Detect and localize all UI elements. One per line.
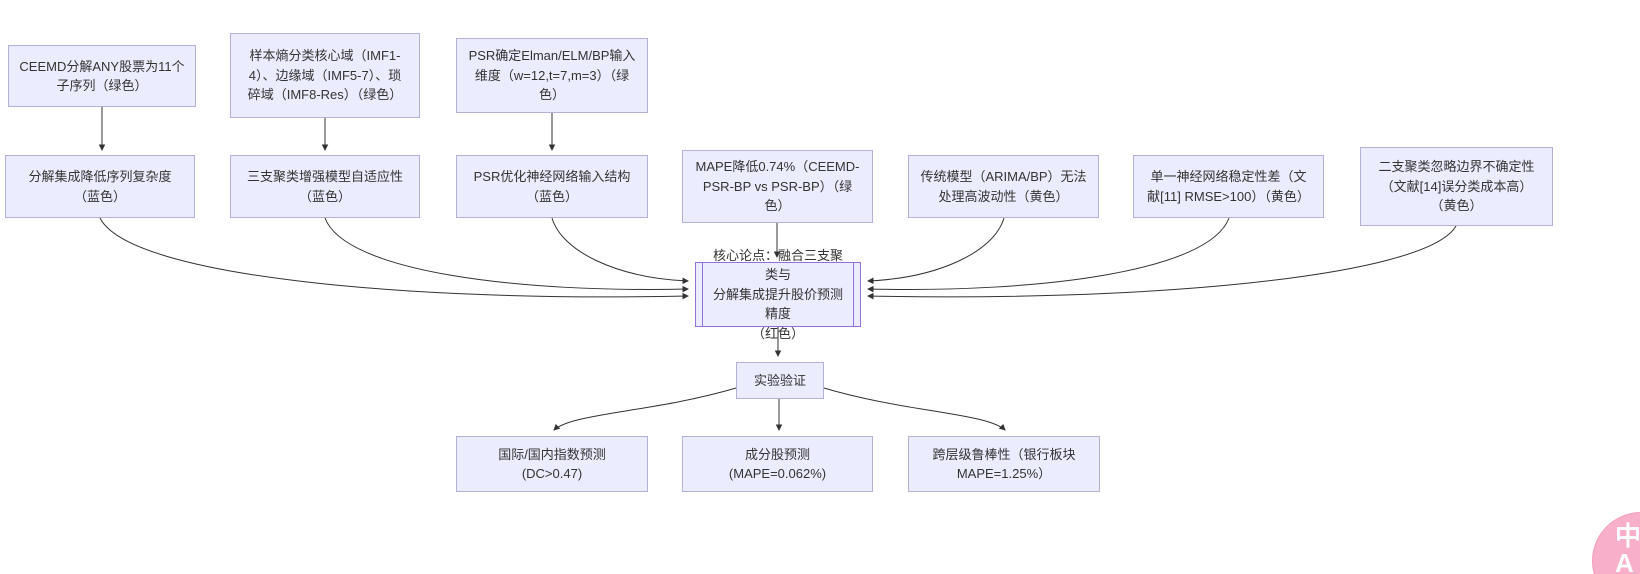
node-experiment-validation: 实验验证 [736, 362, 824, 399]
edge-psropt-to-core [551, 217, 689, 285]
node-ceemd-decompose: CEEMD分解ANY股票为11个 子序列（绿色） [8, 45, 196, 107]
edge-threeway-to-core [324, 217, 689, 293]
node-core-thesis: 核心论点：融合三支聚类与 分解集成提升股价预测精度 （红色） [695, 248, 861, 341]
node-psr-optimization: PSR优化神经网络输入结构 （蓝色） [456, 155, 648, 218]
edge-twoway-to-core [867, 225, 1457, 300]
node-index-prediction: 国际/国内指数预测 (DC>0.47) [456, 436, 648, 492]
node-three-way-clustering: 三支聚类增强模型自适应性 （蓝色） [230, 155, 420, 218]
node-mape-reduction: MAPE降低0.74%（CEEMD- PSR-BP vs PSR-BP）（绿 色… [682, 150, 873, 223]
node-constituent-stock-prediction: 成分股预测 (MAPE=0.062%) [682, 436, 873, 492]
node-decomposition-ensemble: 分解集成降低序列复杂度 （蓝色） [5, 155, 195, 218]
translate-button[interactable]: 中 A [1592, 512, 1640, 574]
node-psr-input-dimension: PSR确定Elman/ELM/BP输入 维度（w=12,t=7,m=3）（绿 色… [456, 38, 648, 113]
node-traditional-model-limit: 传统模型（ARIMA/BP）无法 处理高波动性（黄色） [908, 155, 1099, 218]
node-two-way-clustering-limit: 二支聚类忽略边界不确定性 （文献[14]误分类成本高） （黄色） [1360, 147, 1553, 226]
node-single-nn-instability: 单一神经网络稳定性差（文 献[11] RMSE>100）（黄色） [1133, 155, 1324, 218]
edge-traditional-to-core [867, 217, 1005, 285]
translate-icon: 中 A [1615, 521, 1640, 574]
edge-singlenn-to-core [867, 217, 1230, 293]
node-cross-level-robustness: 跨层级鲁棒性（银行板块 MAPE=1.25%） [908, 436, 1100, 492]
edge-decomp-to-core [99, 217, 689, 300]
node-sample-entropy: 样本熵分类核心域（IMF1- 4）、边缘域（IMF5-7）、琐 碎域（IMF8-… [230, 33, 420, 118]
edge-experiment-to-index [553, 387, 737, 431]
edge-experiment-to-robustness [823, 387, 1006, 431]
